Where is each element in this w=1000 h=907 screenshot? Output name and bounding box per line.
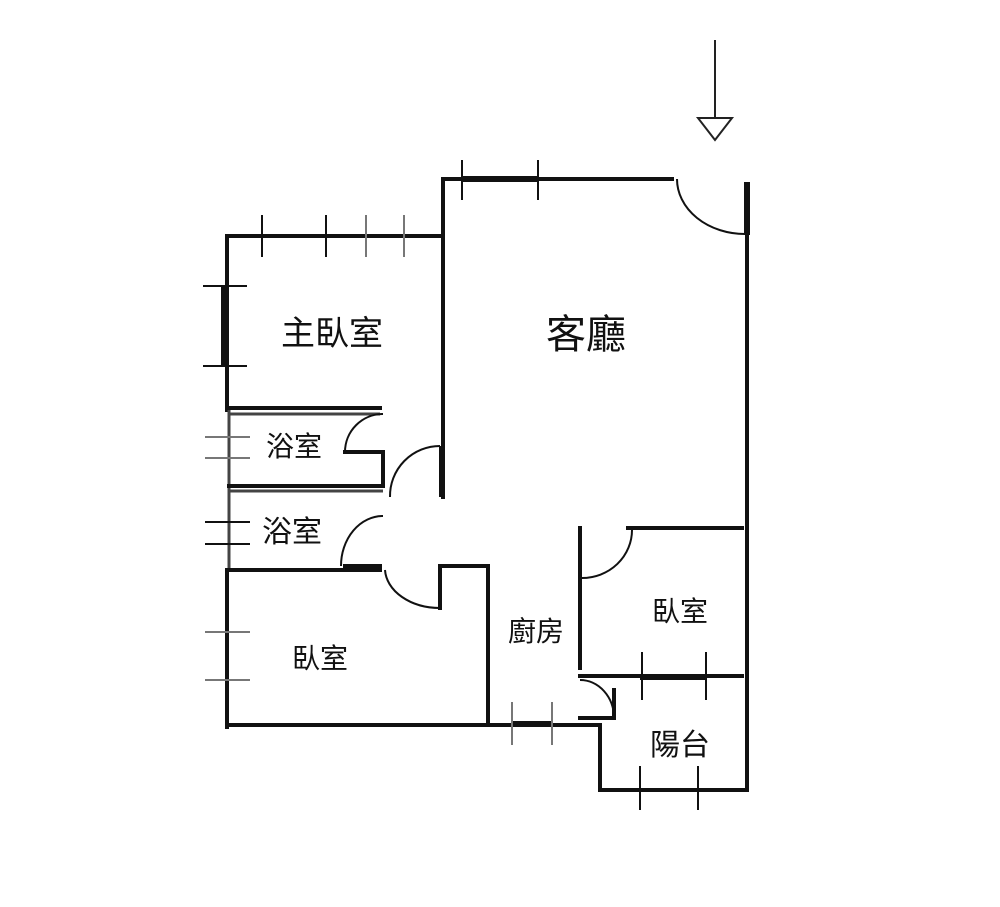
interior-walls (227, 234, 744, 727)
room-label-bedroom-2: 臥室 (652, 595, 708, 628)
room-label-master-bedroom: 主臥室 (281, 314, 383, 354)
room-label-bathroom-1: 浴室 (266, 430, 322, 463)
room-label-bathroom-2: 浴室 (262, 515, 322, 550)
room-label-bedroom-1: 臥室 (292, 642, 348, 675)
room-label-balcony: 陽台 (650, 728, 710, 763)
room-label-kitchen: 廚房 (508, 615, 564, 648)
entrance-arrow-icon (695, 40, 735, 142)
window-marks (203, 160, 707, 810)
room-label-living-room: 客廳 (546, 312, 626, 358)
doors (340, 178, 746, 719)
